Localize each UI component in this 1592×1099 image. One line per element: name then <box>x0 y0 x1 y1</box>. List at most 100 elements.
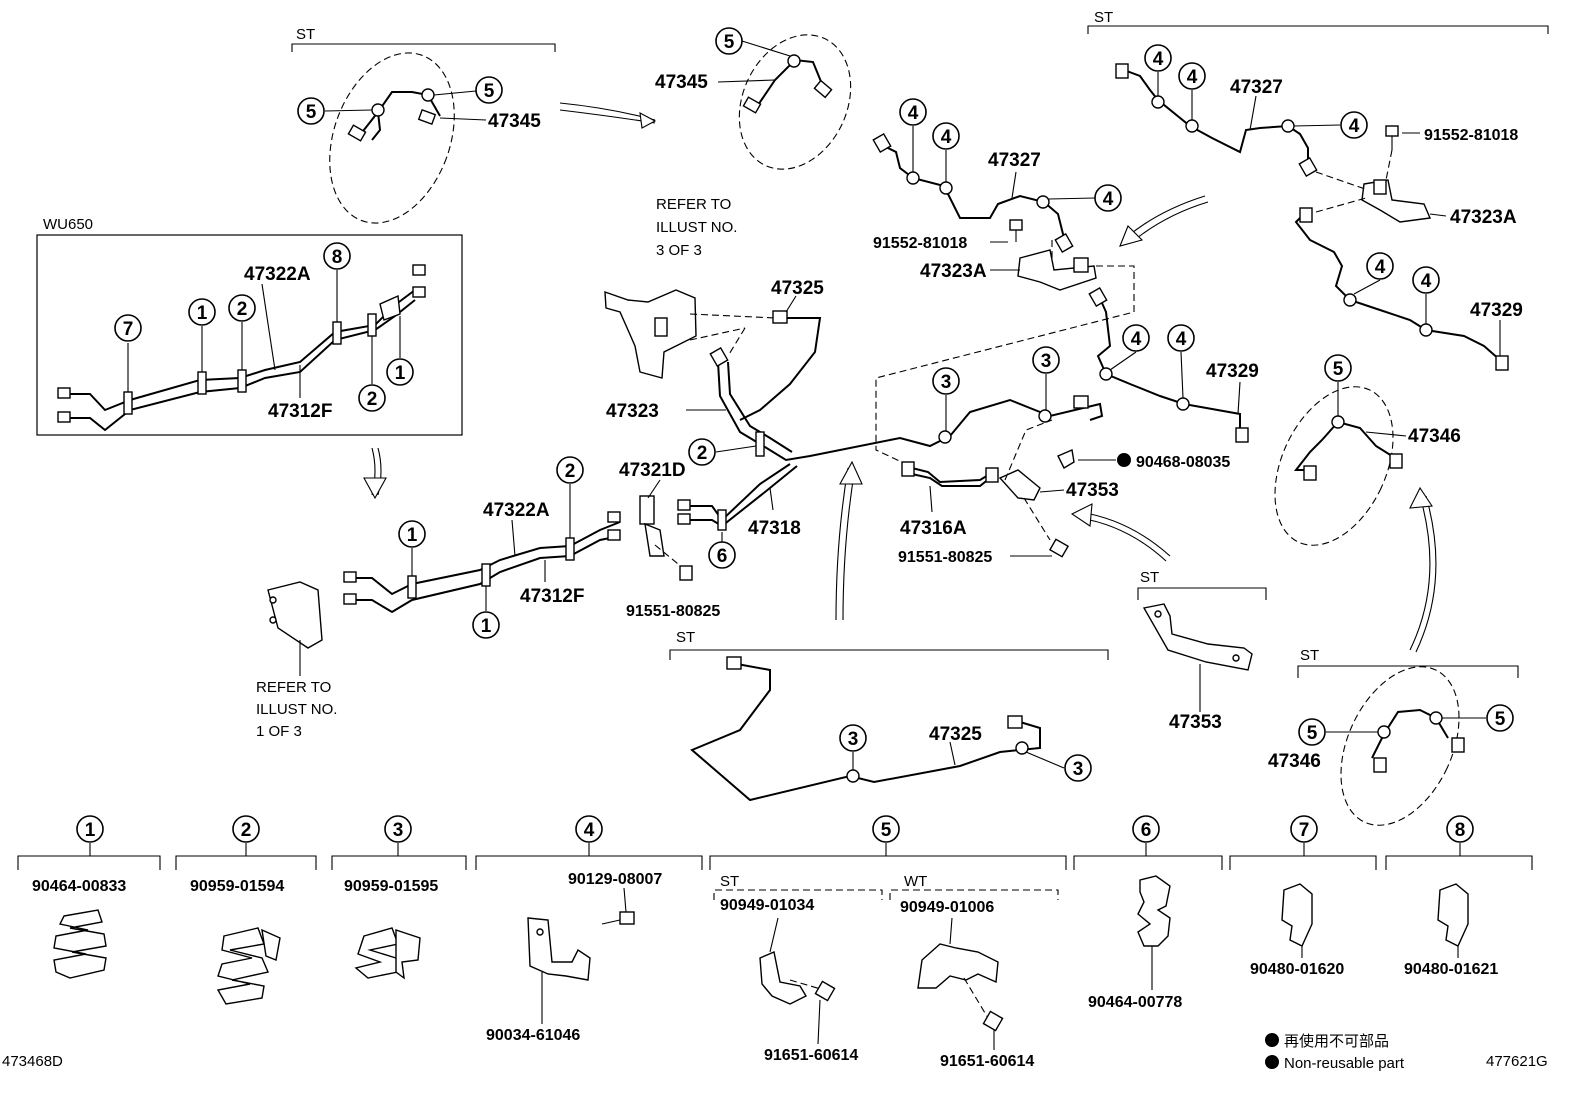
callout-5: 5 <box>1495 709 1506 730</box>
part-47318: 47318 <box>748 518 801 539</box>
illustration-code-left: 473468D <box>2 1053 63 1070</box>
part-90468-08035: 90468-08035 <box>1136 454 1230 471</box>
group-47327-mid: 4 4 4 47327 91552-81018 47323A <box>872 98 1209 465</box>
callout-1: 1 <box>395 363 406 384</box>
group-47327-st: ST 4 4 4 47327 91552-81018 47323A <box>1087 9 1549 371</box>
callout-6: 6 <box>717 546 728 567</box>
callout-2: 2 <box>565 461 576 482</box>
part-47323A: 47323A <box>1450 207 1517 228</box>
group-47345: 5 47345 <box>655 27 852 170</box>
callout-8: 8 <box>1455 820 1466 841</box>
part-47329: 47329 <box>1206 361 1259 382</box>
clip-6-part: 90464-00778 <box>1088 994 1182 1011</box>
callout-5: 5 <box>881 820 892 841</box>
refer-line-3: 3 OF 3 <box>656 242 702 259</box>
refer-line-2: ILLUST NO. <box>656 219 737 236</box>
st-label: ST <box>1094 9 1113 26</box>
callout-7: 7 <box>123 319 134 340</box>
clip-5-st-part: 90949-01034 <box>720 897 814 914</box>
refer-line-2: ILLUST NO. <box>256 701 337 718</box>
callout-1: 1 <box>85 820 96 841</box>
callout-6: 6 <box>1141 820 1152 841</box>
st-label: ST <box>720 873 739 890</box>
part-47321D: 47321D <box>619 460 686 481</box>
part-47345: 47345 <box>655 72 708 93</box>
group-47325-st: ST 3 3 47325 <box>669 629 1109 802</box>
part-91552-81018: 91552-81018 <box>873 235 967 252</box>
clip-3-part: 90959-01595 <box>344 878 438 895</box>
part-47346: 47346 <box>1268 751 1321 772</box>
clip-8-part: 90480-01621 <box>1404 961 1498 978</box>
part-47327: 47327 <box>1230 77 1283 98</box>
callout-3: 3 <box>941 372 952 393</box>
part-47346: 47346 <box>1408 426 1461 447</box>
part-91551-80825: 91551-80825 <box>898 549 992 566</box>
clip-2-part: 90959-01594 <box>190 878 284 895</box>
st-label: ST <box>676 629 695 646</box>
callout-1: 1 <box>407 525 418 546</box>
st-label: ST <box>1300 647 1319 664</box>
callout-2: 2 <box>697 443 708 464</box>
callout-5: 5 <box>1307 723 1318 744</box>
part-47323: 47323 <box>606 401 659 422</box>
callout-4: 4 <box>1176 329 1187 350</box>
wu650-label: WU650 <box>43 216 93 233</box>
callout-4: 4 <box>908 103 919 124</box>
callout-1: 1 <box>481 616 492 637</box>
part-47345: 47345 <box>488 111 541 132</box>
callout-4: 4 <box>941 127 952 148</box>
callout-4: 4 <box>584 820 595 841</box>
part-47327: 47327 <box>988 150 1041 171</box>
callout-4: 4 <box>1349 116 1360 137</box>
part-47322A: 47322A <box>483 500 550 521</box>
callout-5: 5 <box>306 102 317 123</box>
callout-8: 8 <box>332 247 343 268</box>
group-47346: 5 47346 <box>1274 354 1461 653</box>
part-47325: 47325 <box>771 278 824 299</box>
refer-line-1: REFER TO <box>656 196 731 213</box>
callout-4: 4 <box>1187 67 1198 88</box>
callout-5: 5 <box>724 32 735 53</box>
callout-4: 4 <box>1153 49 1164 70</box>
st-label: ST <box>1140 569 1159 586</box>
callout-4: 4 <box>1103 189 1114 210</box>
callout-4: 4 <box>1375 257 1386 278</box>
wt-label: WT <box>904 873 927 890</box>
legend-english: Non-reusable part <box>1284 1055 1405 1072</box>
callout-5: 5 <box>484 81 495 102</box>
part-47353: 47353 <box>1066 480 1119 501</box>
clip-table: 1 90464-00833 2 90959-01594 3 90959-0159… <box>17 815 1533 1070</box>
clip-5-wt-bolt: 91651-60614 <box>940 1053 1034 1070</box>
callout-5: 5 <box>1333 359 1344 380</box>
clip-4-part: 90129-08007 <box>568 871 662 888</box>
part-47312F: 47312F <box>268 401 332 422</box>
callout-3: 3 <box>848 729 859 750</box>
clip-5-wt-part: 90949-01006 <box>900 899 994 916</box>
part-47322A: 47322A <box>244 264 311 285</box>
callout-3: 3 <box>393 820 404 841</box>
callout-7: 7 <box>1299 820 1310 841</box>
part-47316A: 47316A <box>900 518 967 539</box>
part-47323A: 47323A <box>920 261 987 282</box>
part-91552-81018: 91552-81018 <box>1424 127 1518 144</box>
part-91551-80825: 91551-80825 <box>626 603 720 620</box>
part-47312F: 47312F <box>520 586 584 607</box>
clip-4-part2: 90034-61046 <box>486 1027 580 1044</box>
footer: 473468D 477621G 再使用不可部品 Non-reusable par… <box>2 1033 1548 1072</box>
callout-4: 4 <box>1421 271 1432 292</box>
callout-2: 2 <box>237 299 248 320</box>
clip-5-st-bolt: 91651-60614 <box>764 1047 858 1064</box>
group-wu650: WU650 7 1 2 47322A 8 47312F 2 1 <box>36 216 463 500</box>
legend-japanese: 再使用不可部品 <box>1284 1033 1389 1050</box>
group-47345-st: ST 5 5 47345 <box>291 26 657 224</box>
callout-1: 1 <box>197 303 208 324</box>
callout-2: 2 <box>241 820 252 841</box>
group-47322A-main: 1 1 47322A 2 47312F REFER TO ILLUST NO. … <box>256 456 621 740</box>
part-47325: 47325 <box>929 724 982 745</box>
part-47329: 47329 <box>1470 300 1523 321</box>
callout-4: 4 <box>1131 329 1142 350</box>
illustration-code-right: 477621G <box>1486 1053 1548 1070</box>
callout-3: 3 <box>1073 759 1084 780</box>
clip-1-part: 90464-00833 <box>32 878 126 895</box>
